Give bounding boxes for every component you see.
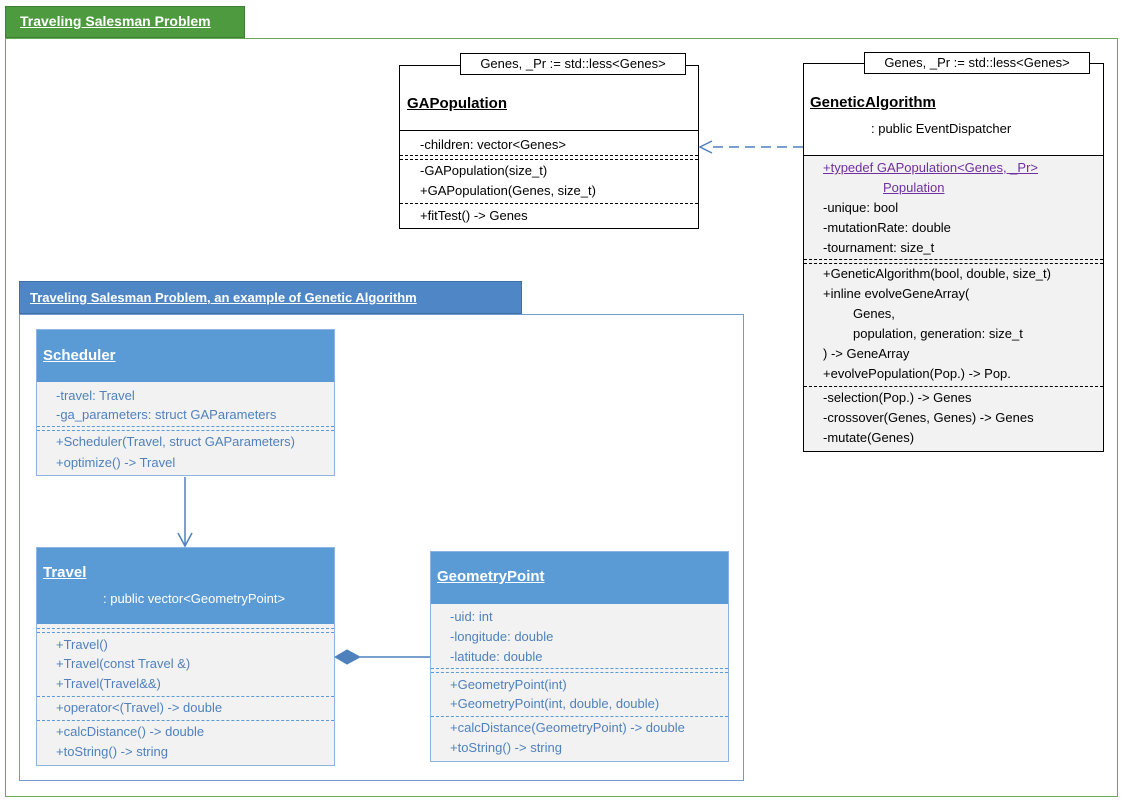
genetic-algorithm-method-0: +GeneticAlgorithm(bool, double, size_t) (823, 266, 1051, 281)
genetic-algorithm-divider (804, 155, 1103, 156)
travel-dashed-divider-2 (37, 720, 334, 721)
travel-double-divider (37, 628, 334, 633)
travel-header: Travel : public vector<GeometryPoint> (37, 548, 334, 623)
scheduler-method-1: +optimize() -> Travel (56, 455, 176, 470)
genetic-algorithm-attr-1: -mutationRate: double (823, 220, 951, 235)
genetic-algorithm-attr-2: -tournament: size_t (823, 240, 935, 255)
dependency-arrowhead (698, 140, 713, 154)
scheduler-attr-0: -travel: Travel (56, 388, 135, 403)
geometry-point-dashed-divider (431, 716, 728, 717)
geometry-point-ctor-0: +GeometryPoint(int) (450, 677, 567, 692)
genetic-algorithm-private-0: -selection(Pop.) -> Genes (823, 390, 972, 405)
genetic-algorithm-method-3: population, generation: size_t (853, 326, 1023, 341)
travel-operator-0: +operator<(Travel) -> double (56, 700, 223, 715)
travel-ctor-0: +Travel() (56, 637, 108, 652)
geometry-point-attr-1: -longitude: double (450, 629, 554, 644)
genetic-algorithm-body (804, 155, 1103, 451)
geometry-point-class[interactable]: GeometryPoint -uid: int -longitude: doub… (430, 551, 729, 762)
scheduler-double-divider (37, 426, 334, 431)
inner-package-frame (19, 314, 744, 781)
geometry-point-attr-0: -uid: int (450, 609, 493, 624)
scheduler-class[interactable]: Scheduler -travel: Travel -ga_parameters… (36, 329, 335, 476)
geometry-point-method-1: +toString() -> string (450, 740, 562, 755)
outer-package-title: Traveling Salesman Problem (20, 13, 211, 29)
travel-base: : public vector<GeometryPoint> (103, 591, 286, 606)
ga-population-name: GAPopulation (407, 95, 507, 112)
scheduler-name: Scheduler (43, 347, 116, 364)
scheduler-method-0: +Scheduler(Travel, struct GAParameters) (56, 434, 296, 449)
genetic-algorithm-private-2: -mutate(Genes) (823, 430, 915, 445)
genetic-algorithm-method-4: ) -> GeneArray (823, 346, 910, 361)
outer-package-tab[interactable]: Traveling Salesman Problem (5, 6, 245, 38)
travel-method-1: +toString() -> string (56, 744, 168, 759)
genetic-algorithm-template-params: Genes, _Pr := std::less<Genes> (864, 52, 1090, 74)
ga-population-divider (400, 130, 698, 131)
association-arrowhead (177, 532, 193, 548)
genetic-algorithm-private-1: -crossover(Genes, Genes) -> Genes (823, 410, 1034, 425)
travel-class[interactable]: Travel : public vector<GeometryPoint> +T… (36, 547, 335, 766)
travel-name: Travel (43, 564, 87, 581)
ga-population-double-divider (400, 155, 698, 160)
ga-population-ctor-1: +GAPopulation(Genes, size_t) (420, 183, 596, 198)
inner-package-title: Traveling Salesman Problem, an example o… (30, 290, 417, 305)
travel-dashed-divider-1 (37, 696, 334, 697)
ga-population-dashed-divider (400, 203, 698, 204)
geometry-point-ctor-1: +GeometryPoint(int, double, double) (450, 696, 660, 711)
genetic-algorithm-method-1: +inline evolveGeneArray( (823, 286, 970, 301)
genetic-algorithm-dashed-divider (804, 386, 1103, 387)
genetic-algorithm-method-2: Genes, (853, 306, 895, 321)
ga-population-template-params: Genes, _Pr := std::less<Genes> (460, 53, 686, 75)
scheduler-header: Scheduler (37, 330, 334, 382)
composition-diamond (334, 649, 362, 665)
geometry-point-attr-2: -latitude: double (450, 649, 543, 664)
inner-package-tab[interactable]: Traveling Salesman Problem, an example o… (19, 281, 522, 314)
genetic-algorithm-double-divider (804, 259, 1103, 264)
ga-population-attr-0: -children: vector<Genes> (420, 137, 566, 152)
genetic-algorithm-base: : public EventDispatcher (871, 121, 1012, 136)
genetic-algorithm-typedef-name[interactable]: Population (883, 180, 945, 195)
scheduler-attr-1: -ga_parameters: struct GAParameters (56, 407, 277, 422)
genetic-algorithm-class[interactable]: GeneticAlgorithm : public EventDispatche… (803, 63, 1104, 452)
geometry-point-method-0: +calcDistance(GeometryPoint) -> double (450, 720, 685, 735)
travel-method-0: +calcDistance() -> double (56, 724, 205, 739)
genetic-algorithm-typedef[interactable]: +typedef GAPopulation<Genes, _Pr> (823, 160, 1039, 175)
ga-population-class[interactable]: GAPopulation -children: vector<Genes> -G… (399, 65, 699, 229)
geometry-point-double-divider (431, 668, 728, 673)
geometry-point-header: GeometryPoint (431, 552, 728, 604)
genetic-algorithm-attr-0: -unique: bool (823, 200, 899, 215)
travel-ctor-2: +Travel(Travel&&) (56, 676, 161, 691)
travel-attr-divider (37, 623, 334, 624)
travel-ctor-1: +Travel(const Travel &) (56, 656, 191, 671)
genetic-algorithm-name: GeneticAlgorithm (810, 94, 936, 111)
ga-population-ctor-0: -GAPopulation(size_t) (420, 163, 548, 178)
geometry-point-name: GeometryPoint (437, 568, 545, 585)
outer-package-frame (5, 38, 1118, 797)
genetic-algorithm-method-5: +evolvePopulation(Pop.) -> Pop. (823, 366, 1011, 381)
ga-population-method-0: +fitTest() -> Genes (420, 208, 528, 223)
